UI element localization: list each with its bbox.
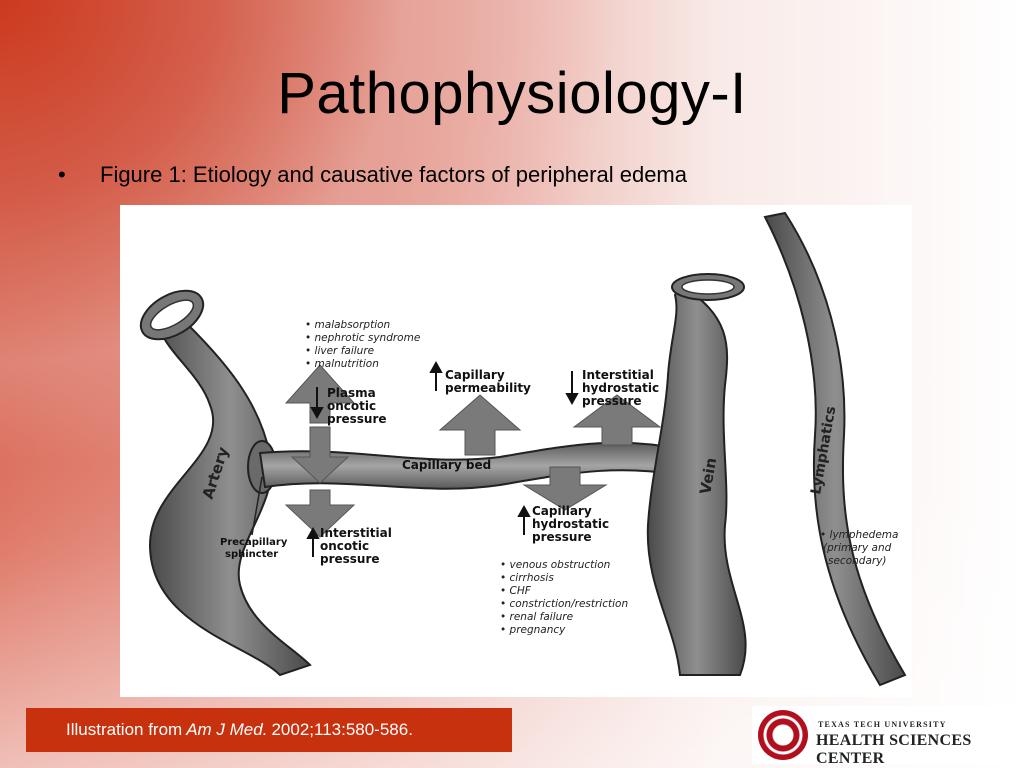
cause-text: • nephrotic syndrome [305, 332, 420, 344]
label-line: hydrostatic [532, 517, 609, 531]
edema-figure: Artery Capillary bed Vein Lymphatics [120, 205, 912, 697]
small-arrow-permeability-up [429, 360, 443, 391]
slide-title: Pathophysiology-I [277, 61, 747, 126]
label-line: oncotic [320, 539, 369, 553]
label-line: Capillary [532, 504, 592, 518]
vein-lumen [681, 279, 735, 295]
label-line: Precapillary [220, 537, 288, 548]
label-line: pressure [327, 412, 387, 426]
cause-text: • pregnancy [500, 624, 566, 636]
small-arrow-int-hydro-down [565, 371, 579, 406]
capillary-bed-label: Capillary bed [402, 458, 491, 472]
caption-period: . [408, 720, 413, 739]
label-line: Plasma [327, 386, 376, 400]
cause-text: • liver failure [305, 345, 374, 357]
logo-university: TEXAS TECH UNIVERSITY [818, 720, 947, 729]
small-arrow-cap-hydro-up [517, 504, 531, 535]
capillary-hydrostatic-label: Capillary hydrostatic pressure [532, 504, 609, 544]
label-line: sphincter [225, 549, 278, 560]
vein-vessel [646, 283, 747, 676]
plasma-oncotic-label: Plasma oncotic pressure [327, 386, 387, 426]
arrow-capillary-hydrostatic [522, 466, 608, 511]
logo-hsc: HEALTH SCIENCES CENTER [816, 732, 972, 767]
caption-prefix: Illustration from [66, 720, 183, 739]
arrow-interstitial-oncotic [284, 364, 356, 538]
capillary-hydrostatic-causes: • venous obstruction • cirrhosis • CHF •… [500, 559, 628, 636]
label-line: pressure [320, 552, 380, 566]
arrow-interstitial-hydrostatic [572, 394, 662, 446]
ttuhsc-logo: TEXAS TECH UNIVERSITY HEALTH SCIENCES CE… [752, 706, 1020, 767]
small-arrow-plasma-down [310, 387, 324, 420]
edema-diagram: Artery Capillary bed Vein Lymphatics [139, 211, 907, 687]
label-line: permeability [445, 381, 531, 395]
cause-text: • malabsorption [305, 319, 390, 331]
caption-journal: Am J Med. [186, 720, 268, 739]
interstitial-hydrostatic-label: Interstitial hydrostatic pressure [582, 368, 659, 408]
cause-text: • constriction/restriction [500, 598, 628, 610]
label-line: hydrostatic [582, 381, 659, 395]
cause-text: secondary) [828, 555, 887, 567]
plasma-oncotic-causes: • malabsorption • nephrotic syndrome • l… [305, 319, 420, 370]
caption-citation: 2002;113:580-586 [271, 720, 409, 739]
bullet-text: Figure 1: Etiology and causative factors… [100, 162, 687, 187]
artery-vessel [148, 313, 312, 677]
lymphedema-causes: • lymphedema (primary and secondary) [820, 529, 898, 567]
arrow-plasma-oncotic-in [290, 426, 350, 484]
bullet-dot-icon: • [58, 162, 66, 187]
label-line: Interstitial [582, 368, 654, 382]
caption-box: Illustration from Am J Med. 2002;113:580… [26, 708, 512, 752]
bullet-item: • Figure 1: Etiology and causative factor… [58, 162, 687, 188]
small-arrow-int-oncotic-up [306, 526, 320, 557]
precapillary-label: Precapillary sphincter [220, 537, 288, 560]
artery-lumen [149, 299, 195, 331]
cause-text: • CHF [500, 585, 532, 597]
cause-text: • malnutrition [305, 358, 379, 370]
arrow-capillary-permeability [438, 394, 522, 456]
cause-text: • cirrhosis [500, 572, 554, 584]
label-line: Interstitial [320, 526, 392, 540]
interstitial-oncotic-label: Interstitial oncotic pressure [320, 526, 392, 566]
cause-text: • renal failure [500, 611, 573, 623]
label-line: pressure [582, 394, 642, 408]
cause-text: • venous obstruction [500, 559, 610, 571]
precapillary-pointer [251, 476, 263, 536]
lymphatic-vessel [763, 211, 907, 687]
cause-text: • lymphedema [820, 529, 898, 541]
cause-text: (primary and [823, 542, 892, 554]
label-line: pressure [532, 530, 592, 544]
label-line: Capillary [445, 368, 505, 382]
ttuhsc-seal-icon [758, 710, 808, 760]
label-line: oncotic [327, 399, 376, 413]
capillary-permeability-label: Capillary permeability [445, 368, 531, 395]
